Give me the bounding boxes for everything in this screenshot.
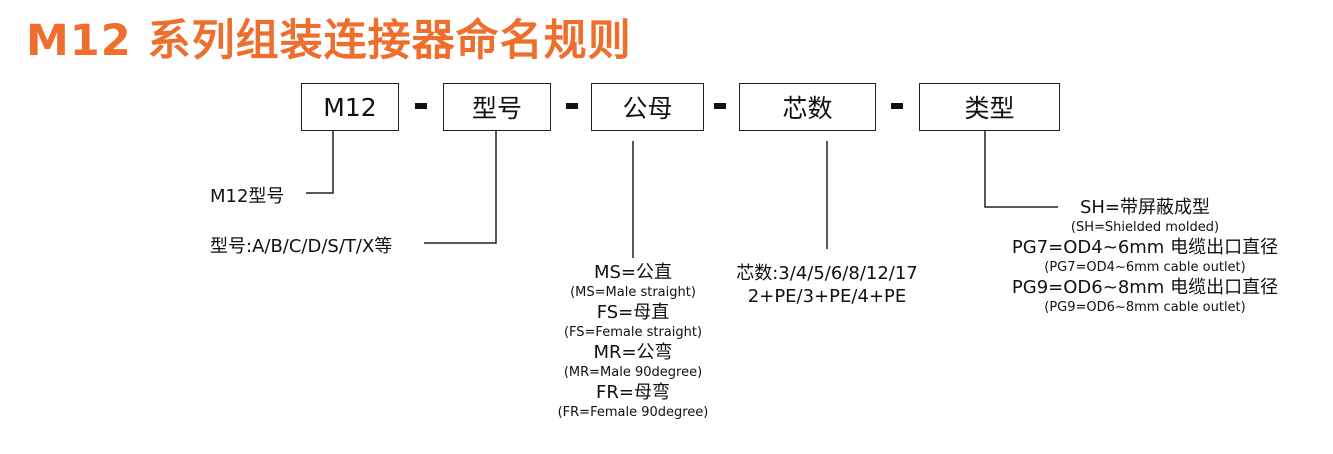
separator-dash — [714, 103, 726, 109]
box-m12: M12 — [301, 83, 399, 131]
line-model — [424, 131, 497, 244]
box-gender: 公母 — [591, 83, 704, 131]
gender-fr-en: (FR=Female 90degree) — [557, 405, 709, 420]
type-pg9-en: (PG9=OD6~8mm cable outlet) — [1044, 300, 1246, 315]
page-title: M12 系列组装连接器命名规则 — [26, 16, 632, 66]
gender-fs: FS=母直 — [596, 302, 670, 323]
gender-options: MS=公直 (MS=Male straight) FS=母直 (FS=Femal… — [543, 261, 723, 421]
gender-mr-en: (MR=Male 90degree) — [563, 365, 703, 380]
label-model-options: 型号:A/B/C/D/S/T/X等 — [210, 236, 393, 257]
type-pg9: PG9=OD6~8mm 电缆出口直径 — [1011, 277, 1279, 298]
gender-fr: FR=母弯 — [596, 382, 670, 403]
cores-line2: 2+PE/3+PE/4+PE — [747, 286, 907, 307]
line-m12 — [306, 131, 334, 194]
core-options: 芯数:3/4/5/6/8/12/17 2+PE/3+PE/4+PE — [727, 262, 927, 308]
box-model: 型号 — [443, 83, 551, 131]
gender-mr: MR=公弯 — [593, 342, 673, 363]
type-sh: SH=带屏蔽成型 — [1079, 197, 1211, 218]
line-type — [984, 131, 1058, 208]
type-pg7-en: (PG7=OD4~6mm cable outlet) — [1044, 260, 1246, 275]
box-type: 类型 — [919, 83, 1060, 131]
gender-ms: MS=公直 — [593, 262, 673, 283]
cores-line1: 芯数:3/4/5/6/8/12/17 — [736, 263, 918, 284]
separator-dash — [415, 103, 427, 109]
type-sh-en: (SH=Shielded molded) — [1070, 220, 1220, 235]
type-options: SH=带屏蔽成型 (SH=Shielded molded) PG7=OD4~6m… — [1000, 196, 1290, 316]
box-cores: 芯数 — [739, 83, 876, 131]
gender-fs-en: (FS=Female straight) — [563, 325, 703, 340]
type-pg7: PG7=OD4~6mm 电缆出口直径 — [1011, 237, 1279, 258]
label-m12-model: M12型号 — [210, 186, 285, 207]
separator-dash — [891, 103, 903, 109]
separator-dash — [566, 103, 578, 109]
gender-ms-en: (MS=Male straight) — [570, 285, 696, 300]
